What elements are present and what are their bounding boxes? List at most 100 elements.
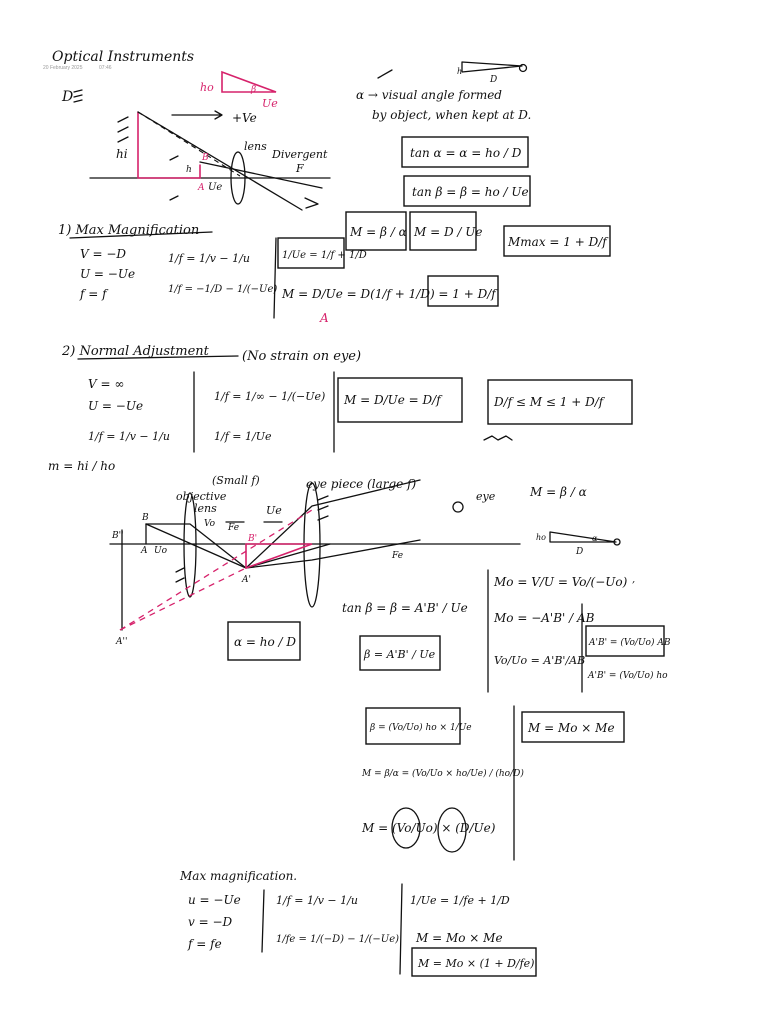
svg-text:Vo: Vo [204,519,216,529]
max-recip: 1/Ue = 1/f + 1/D [282,250,367,261]
svg-text:ho: ho [536,533,546,542]
divergent-label: Divergent [271,148,328,161]
normal-range: D/f ≤ M ≤ 1 + D/f [493,395,606,409]
svg-text:B: B [201,153,209,163]
normal-m-eq: M = D/Ue = D/f [343,393,443,407]
d-mark: D [61,89,73,105]
alpha-eq-box [227,621,301,661]
max2-final-box [411,947,537,977]
svg-text:Fe: Fe [227,523,239,533]
micro-m-final: M = (Vo/Uo) × (D/Ue) [361,821,496,835]
beta-sub-box [365,707,461,745]
pink-angle-triangle: ho β Ue [200,70,278,110]
normal-adj-heading: 2) Normal Adjustment [61,344,210,359]
max-v: V = −D [80,247,126,261]
max-m-result: M = D/Ue = D(1/f + 1/D) = 1 + D/f [281,287,498,301]
normal-recip: 1/f = 1/Ue [214,430,272,443]
ho-label: ho [200,81,214,94]
alpha-definition-1: α → visual angle formed [356,88,502,102]
max-m-d: M = D / Ue [413,225,482,239]
beta-eq-box [359,635,441,671]
svg-text:A: A [140,546,148,556]
svg-text:A: A [197,183,205,193]
divider-line [273,237,277,319]
normal-note: (No strain on eye) [242,349,361,364]
max-m-beta: M = β / α [349,225,407,239]
svg-text:D: D [575,547,583,557]
max-u: U = −Ue [80,267,135,281]
plus-ve-label: +Ve [232,111,257,125]
squiggle [483,435,513,441]
ab-box [585,625,665,657]
micro-m-prod: M = Mo × Me [527,721,615,735]
hi-label: hi [116,147,128,161]
micro-beta-eq: β = A'B' / Ue [363,648,436,661]
micro-angle-triangle: ho α D [536,531,621,557]
normal-m-box [337,377,463,423]
max-f: f = f [79,287,109,301]
svg-text:A': A' [241,575,251,585]
tan-alpha-box [401,136,529,168]
visual-angle-triangle-small: h D [457,61,528,85]
tan-beta-formula: tan β = β = ho / Ue [412,185,529,199]
alpha-definition-2: by object, when kept at D. [372,108,531,122]
d-underline-marks [73,89,83,103]
normal-v: V = ∞ [88,377,124,391]
svg-text:h: h [186,165,192,175]
svg-text:Fe: Fe [391,551,403,561]
svg-text:B': B' [247,534,257,544]
beta-sub: β = (Vo/Uo) ho × 1/Ue [369,722,472,733]
tick-mark [377,69,393,79]
svg-text:B: B [141,513,149,523]
normal-lens-eq: 1/f = 1/v − 1/u [88,430,170,443]
f-label: F [295,162,304,175]
lens-label: lens [244,140,267,153]
m-d-box [409,211,477,251]
svg-text:Ue: Ue [266,504,282,517]
max2-m-final: M = Mo × (1 + D/fe) [417,957,534,970]
normal-underline [77,355,239,360]
max-m-max: Mmax = 1 + D/f [507,235,609,249]
m-result-box [427,275,499,307]
page-title: Optical Instruments [52,49,194,65]
eyepiece-label: eye piece (large f) [306,477,417,491]
max-sub: 1/f = −1/D − 1/(−Ue) [168,284,277,295]
objective-lens-label: lens [194,502,217,515]
tan-alpha-formula: tan α = α = ho / D [410,146,522,160]
svg-text:h: h [457,67,462,76]
max2-divider-1 [261,889,265,953]
svg-text:A'': A'' [115,637,127,647]
divergent-lens-diagram: +Ve hi h B A Ue lens Divergent F [89,110,331,211]
max2-m-prod: M = Mo × Me [415,931,503,945]
micro-alpha-eq: α = ho / D [234,635,296,649]
svg-text:α: α [592,534,598,543]
eye-label: eye [476,490,496,503]
eye-icon [452,501,464,513]
mo-eq-3: Vo/Uo = A'B'/AB [494,654,585,667]
max-mag2-heading: Max magnification. [179,869,297,883]
recip-box [277,237,345,269]
max2-lens-eq: 1/f = 1/v − 1/u [276,894,358,907]
range-box [487,379,633,425]
max2-f: f = fe [187,937,222,951]
micro-tan-beta: tan β = β = A'B' / Ue [342,601,468,615]
note-date: 20 February 2025 [43,65,83,71]
normal-sub: 1/f = 1/∞ − 1/(−Ue) [214,390,325,403]
mo-eq-1: Mo = V/U = Vo/(−Uo) [493,575,628,589]
ab-eq-1: A'B' = (Vo/Uo) AB [588,637,671,648]
m-beta-box [345,211,407,251]
max-marker: A [319,311,329,325]
beta-label: β [250,85,256,95]
svg-text:Ue: Ue [208,182,222,193]
max2-sub: 1/fe = 1/(−D) − 1/(−Ue) [276,934,399,945]
m-prod-box [521,711,625,743]
m-max-box [503,225,611,257]
svg-text:D: D [489,75,497,85]
normal-u: U = −Ue [88,399,143,413]
max2-recip: 1/Ue = 1/fe + 1/D [410,894,510,907]
tan-beta-box [403,175,531,207]
svg-text:Uo: Uo [154,546,168,556]
m-hi-ho: m = hi / ho [48,459,115,473]
